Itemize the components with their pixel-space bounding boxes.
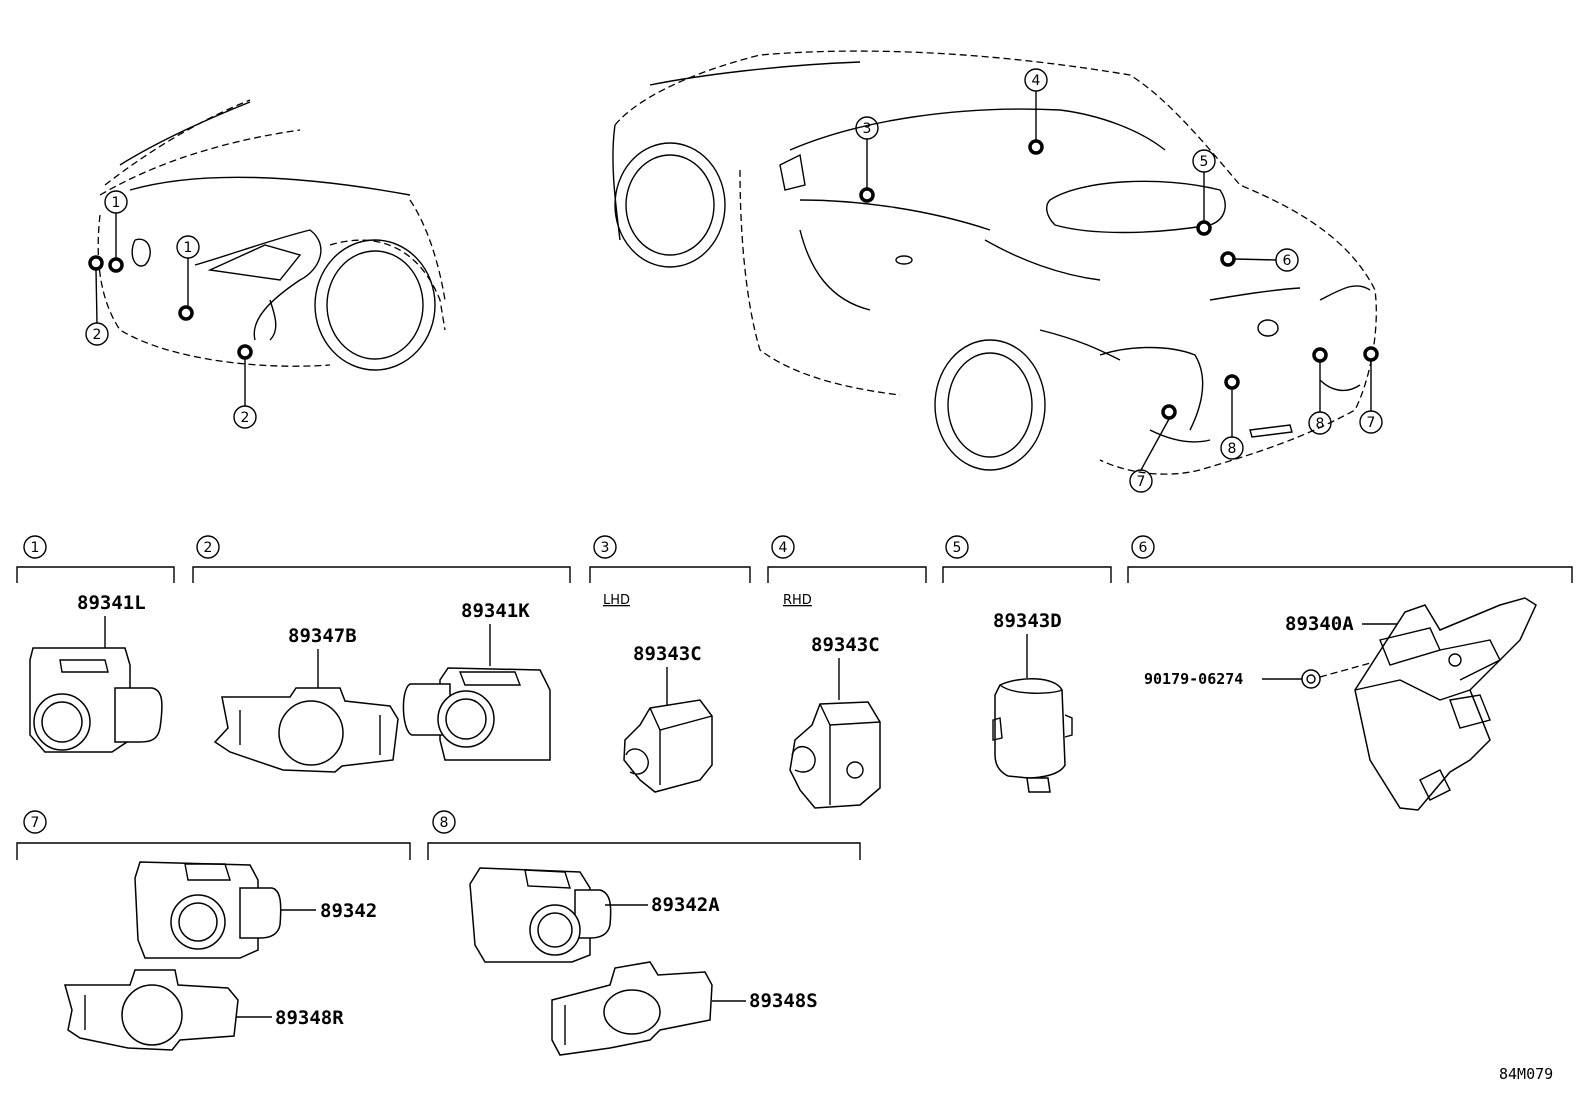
figure-reference: 84M079 [1499, 1065, 1553, 1083]
svg-text:3: 3 [863, 121, 872, 137]
svg-text:1: 1 [31, 540, 40, 556]
rear-vehicle-view [612, 50, 1379, 475]
svg-text:7: 7 [1137, 474, 1146, 490]
sensor-89342A-drawing [469, 867, 612, 963]
svg-text:2: 2 [93, 327, 102, 343]
retainer-89347B-drawing [213, 687, 399, 773]
part-89343D: 89343D [993, 610, 1062, 632]
sensor-89343D-drawing [992, 678, 1073, 793]
svg-text:4: 4 [1032, 73, 1041, 89]
callout-front-1b: 1 [176, 235, 200, 306]
nut-90179-06274-drawing [1301, 669, 1321, 689]
sensor-89343C-rhd-drawing [789, 701, 881, 809]
part-90179-06274: 90179-06274 [1144, 670, 1243, 688]
svg-text:2: 2 [204, 540, 213, 556]
svg-text:7: 7 [1367, 415, 1376, 431]
part-89342A: 89342A [651, 894, 720, 916]
svg-text:6: 6 [1283, 253, 1292, 269]
svg-text:2: 2 [241, 410, 250, 426]
svg-text:1: 1 [184, 240, 193, 256]
sensor-89342-drawing [134, 861, 282, 959]
svg-text:7: 7 [31, 815, 40, 831]
svg-text:4: 4 [779, 540, 788, 556]
part-89343C-rhd: 89343C [811, 634, 880, 656]
note-rhd: RHD [783, 593, 812, 608]
sensor-89341L-drawing [29, 647, 163, 753]
module-89340A-drawing [1354, 597, 1537, 811]
callout-rear-8b: 8 [1308, 362, 1332, 435]
svg-text:8: 8 [1316, 416, 1325, 432]
part-89347B: 89347B [288, 625, 357, 647]
group-2: 2 89347B 89341K [192, 535, 571, 773]
svg-text:5: 5 [1200, 154, 1209, 170]
callout-rear-5: 5 [1192, 149, 1216, 221]
svg-text:3: 3 [601, 540, 610, 556]
callout-front-2b: 2 [233, 359, 257, 429]
group-1: 1 89341L [16, 535, 175, 753]
callout-rear-6: 6 [1234, 248, 1299, 272]
part-89343C-lhd: 89343C [633, 643, 702, 665]
part-89348R: 89348R [275, 1007, 344, 1029]
part-89342: 89342 [320, 900, 377, 922]
callout-rear-3: 3 [855, 116, 879, 188]
retainer-89348S-drawing [551, 961, 713, 1056]
svg-text:1: 1 [112, 195, 121, 211]
front-vehicle-view [88, 99, 446, 371]
part-89341L: 89341L [77, 592, 146, 614]
group-3: 3 LHD 89343C [589, 535, 751, 793]
callout-rear-7a: 7 [1129, 418, 1170, 493]
group-7: 7 89342 89348R [16, 810, 411, 1051]
part-89348S: 89348S [749, 990, 818, 1012]
part-89340A: 89340A [1285, 613, 1354, 635]
sensor-89341K-drawing [402, 667, 551, 761]
svg-text:6: 6 [1139, 540, 1148, 556]
sensor-89343C-lhd-drawing [623, 699, 713, 793]
group-5: 5 89343D [942, 535, 1112, 793]
group-8: 8 89342A 89348S [427, 810, 861, 1056]
note-lhd: LHD [603, 593, 630, 608]
svg-text:8: 8 [1228, 441, 1237, 457]
retainer-89348R-drawing [64, 969, 239, 1051]
callout-front-2a: 2 [85, 269, 109, 346]
part-89341K: 89341K [461, 600, 530, 622]
callout-rear-4: 4 [1024, 68, 1048, 140]
callout-rear-8a: 8 [1220, 389, 1244, 460]
callout-front-1a: 1 [104, 190, 128, 258]
group-6: 6 89340A 90179-06274 [1127, 535, 1573, 811]
svg-text:5: 5 [953, 540, 962, 556]
callout-rear-7b: 7 [1359, 361, 1383, 434]
group-4: 4 RHD 89343C [767, 535, 927, 809]
svg-text:8: 8 [440, 815, 449, 831]
